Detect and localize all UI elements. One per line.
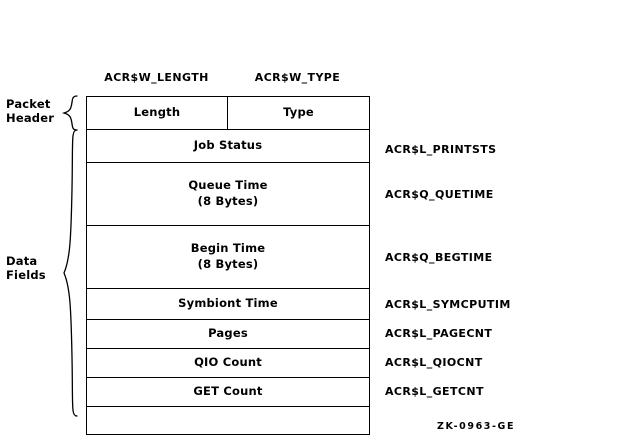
table-cell-job-status-title: Job Status	[193, 138, 263, 153]
table-cell-symbiont-time-title: Symbiont Time	[178, 296, 278, 311]
field-label-pagecnt: ACR$L_PAGECNT	[385, 327, 493, 340]
figure-id: ZK-0963-GE	[437, 421, 516, 432]
column-caption-length: ACR$W_LENGTH	[104, 71, 209, 84]
group-label-data-fields-line2: Fields	[6, 268, 46, 283]
field-label-qiocnt: ACR$L_QIOCNT	[385, 356, 483, 369]
table-row-begin-time: Begin Time (8 Bytes)	[87, 226, 369, 289]
brace-data-fields	[63, 129, 78, 417]
field-label-getcnt: ACR$L_GETCNT	[385, 385, 484, 398]
table-cell-pages-title: Pages	[208, 326, 248, 341]
table-row-job-status: Job Status	[87, 130, 369, 163]
table-cell-begin-time-title: Begin Time	[190, 241, 266, 256]
table-cell-queue-time-subtitle: (8 Bytes)	[197, 194, 259, 208]
table-row-qio-count: QIO Count	[87, 349, 369, 378]
brace-packet-header	[61, 95, 78, 131]
packet-table: Length Type Job Status Queue Time (8 Byt…	[86, 96, 370, 435]
table-cell-type: Type	[228, 97, 369, 129]
field-label-symcputim: ACR$L_SYMCPUTIM	[385, 298, 511, 311]
group-label-packet-header-line1: Packet	[6, 97, 51, 111]
table-cell-begin-time-subtitle: (8 Bytes)	[197, 257, 259, 271]
table-cell-type-label: Type	[283, 105, 314, 120]
table-cell-queue-time-title: Queue Time	[188, 178, 268, 193]
table-row-trailing-space	[87, 407, 369, 434]
field-label-quetime: ACR$Q_QUETIME	[385, 188, 494, 201]
table-cell-get-count-title: GET Count	[193, 384, 263, 399]
table-cell-length-label: Length	[133, 105, 181, 120]
table-cell-qio-count-title: QIO Count	[194, 355, 262, 370]
table-row-symbiont-time: Symbiont Time	[87, 289, 369, 320]
field-label-printsts: ACR$L_PRINTSTS	[385, 143, 497, 156]
group-label-data-fields: Data Fields	[6, 254, 46, 283]
group-label-packet-header: Packet Header	[6, 97, 54, 126]
field-label-begtime: ACR$Q_BEGTIME	[385, 251, 493, 264]
group-label-data-fields-line1: Data	[6, 254, 38, 268]
table-cell-length: Length	[87, 97, 228, 129]
table-row-pages: Pages	[87, 320, 369, 349]
table-row-get-count: GET Count	[87, 378, 369, 407]
group-label-packet-header-line2: Header	[6, 111, 55, 126]
column-caption-type: ACR$W_TYPE	[254, 71, 341, 84]
table-row-header: Length Type	[87, 97, 369, 130]
table-row-queue-time: Queue Time (8 Bytes)	[87, 163, 369, 226]
